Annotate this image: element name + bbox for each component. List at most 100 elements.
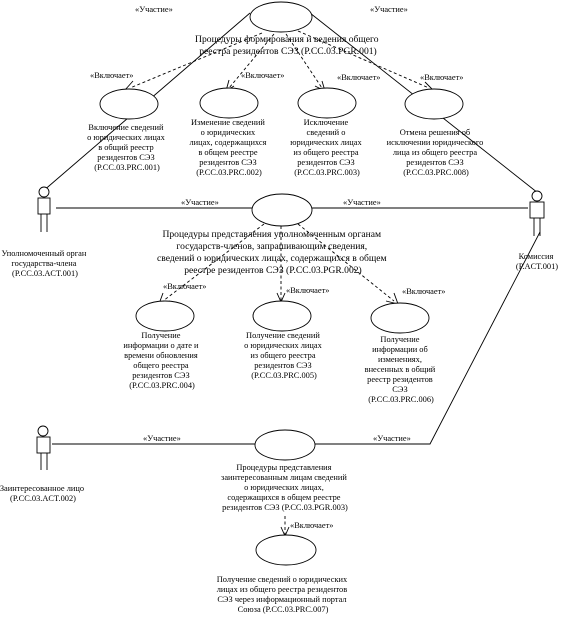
association-lines <box>41 12 541 445</box>
caption-prc008: Отмена решения об исключении юридическог… <box>387 128 486 177</box>
caption-pgr003-line: Процедуры представления <box>236 463 331 472</box>
caption-prc001: Включение сведений о юридических лицах в… <box>87 123 167 172</box>
caption-pgr003-line: о юридических лицах, <box>244 483 324 492</box>
caption-pgr002-line: Процедуры представления уполномоченным о… <box>162 229 381 240</box>
include-dependencies <box>129 30 430 535</box>
caption-prc003-line: сведений о <box>306 128 345 137</box>
caption-act002-line: Заинтересованное лицо <box>0 484 84 493</box>
caption-prc004-line: времени обновления <box>124 351 198 360</box>
caption-prc005-line: о юридических лицах <box>244 341 322 350</box>
usecase-pgr002[interactable] <box>251 193 313 227</box>
caption-prc007: Получение сведений о юридических лицах и… <box>217 575 350 614</box>
caption-prc003-line: резидентов СЭЗ <box>297 158 354 167</box>
caption-pgr003-line: резидентов СЭЗ (P.CC.03.PGR.003) <box>222 503 348 512</box>
actor-commission-head <box>531 190 543 202</box>
actor-commission-figure[interactable] <box>529 190 545 236</box>
caption-act001-line: (P.CC.03.ACT.001) <box>12 269 78 278</box>
caption-prc004-line: резидентов СЭЗ <box>132 371 189 380</box>
participation-label-6: «Участие» <box>373 434 411 443</box>
include-pgr002-prc004 <box>162 223 265 302</box>
participation-label-1: «Участие» <box>135 5 173 14</box>
caption-act001-line: государства-члена <box>11 259 76 268</box>
usecase-prc005[interactable] <box>252 300 312 332</box>
caption-prc008-line: Отмена решения об <box>400 128 470 137</box>
include-pgr001-prc001 <box>129 32 263 89</box>
caption-commission-line: Комиссия <box>519 252 554 261</box>
include-label-prc003: «Включает» <box>337 73 380 82</box>
arrowhead-prc006 <box>385 292 399 305</box>
usecase-pgr001[interactable] <box>249 1 313 33</box>
caption-prc005-line: Получение сведений <box>246 331 320 340</box>
include-pgr001-prc008 <box>297 30 430 89</box>
include-label-prc008: «Включает» <box>420 73 463 82</box>
caption-prc002-line: резидентов СЭЗ <box>199 158 256 167</box>
caption-prc001-line: о юридических лицах <box>87 133 165 142</box>
caption-act002: Заинтересованное лицо (P.CC.03.ACT.002) <box>0 484 86 503</box>
caption-pgr003-line: заинтересованным лицам сведений <box>221 473 347 482</box>
caption-prc008-line: исключении юридического <box>387 138 484 147</box>
include-label-prc005: «Включает» <box>286 286 329 295</box>
usecase-pgr003[interactable] <box>254 429 316 461</box>
usecase-prc003[interactable] <box>297 87 357 119</box>
caption-act001-line: Уполномоченный орган <box>2 249 87 258</box>
caption-pgr002-line: государств-членов, запрашивающим сведени… <box>176 241 367 252</box>
caption-prc008-line: резидентов СЭЗ <box>406 158 463 167</box>
actor-act001-head <box>38 186 50 198</box>
use-case-ellipses <box>99 1 464 566</box>
caption-prc002-line: Изменение сведений <box>191 118 265 127</box>
caption-prc005-line: резидентов СЭЗ <box>254 361 311 370</box>
include-label-prc004: «Включает» <box>163 282 206 291</box>
caption-prc006-line: Получение <box>380 335 419 344</box>
caption-prc002-line: лицах, содержащихся <box>189 138 266 147</box>
caption-act001: Уполномоченный орган государства-члена (… <box>2 249 89 278</box>
caption-prc002-line: в общем реестре <box>198 148 258 157</box>
participation-label-5: «Участие» <box>143 434 181 443</box>
usecase-prc007[interactable] <box>255 534 317 566</box>
caption-prc001-line: (P.CC.03.PRC.001) <box>94 163 160 172</box>
caption-pgr003-line: содержащихся в общем реестре <box>227 493 340 502</box>
include-label-prc007: «Включает» <box>290 521 333 530</box>
usecase-prc004[interactable] <box>135 300 195 332</box>
caption-prc005: Получение сведений о юридических лицах и… <box>244 331 324 380</box>
caption-prc006: Получение информации об изменениях, внес… <box>365 335 438 404</box>
caption-commission-line: (P.ACT.001) <box>516 262 558 271</box>
caption-prc006-line: (P.CC.03.PRC.006) <box>368 395 434 404</box>
usecase-prc006[interactable] <box>370 302 430 334</box>
caption-prc006-line: информации об <box>372 345 428 354</box>
caption-pgr003: Процедуры представления заинтересованным… <box>221 463 349 512</box>
caption-prc006-line: изменениях, <box>378 355 422 364</box>
usecase-prc002[interactable] <box>199 87 259 119</box>
caption-prc007-line: СЭЗ через информационный портал <box>217 595 346 604</box>
participation-label-4: «Участие» <box>343 198 381 207</box>
include-label-prc001: «Включает» <box>90 71 133 80</box>
actor-act001-figure[interactable] <box>37 186 51 232</box>
caption-prc007-line: Получение сведений о юридических <box>217 575 348 584</box>
caption-prc005-line: (P.CC.03.PRC.005) <box>251 371 317 380</box>
caption-prc006-line: СЭЗ <box>392 385 407 394</box>
actor-act002-head <box>37 425 49 437</box>
caption-prc003-line: юридических лицах <box>290 138 362 147</box>
actor-act002-body <box>36 436 51 454</box>
caption-prc008-line: (P.CC.03.PRC.008) <box>403 168 469 177</box>
caption-commission: Комиссия (P.ACT.001) <box>516 252 558 271</box>
caption-prc004-line: (P.CC.03.PRC.004) <box>129 381 195 390</box>
include-label-prc002: «Включает» <box>241 71 284 80</box>
caption-prc004: Получение информации о дате и времени об… <box>123 331 200 390</box>
actor-act001-body <box>37 197 51 215</box>
caption-prc001-line: в общий реестр <box>98 143 154 152</box>
include-pgr002-prc006 <box>297 223 395 302</box>
caption-prc002-line: о юридических <box>201 128 256 137</box>
relation-labels: «Участие» «Участие» «Участие» «Участие» … <box>90 5 463 530</box>
caption-prc004-line: Получение <box>141 331 180 340</box>
caption-prc007-line: Союза (P.CC.03.PRC.007) <box>238 605 329 614</box>
caption-prc007-line: лицах из общего реестра резидентов <box>217 585 347 594</box>
actor-act002-figure[interactable] <box>36 425 51 470</box>
caption-prc001-line: Включение сведений <box>88 123 164 132</box>
caption-prc004-line: информации о дате и <box>123 341 199 350</box>
assoc-commission-pgr003 <box>314 231 541 445</box>
caption-prc001-line: резидентов СЭЗ <box>97 153 154 162</box>
caption-prc006-line: внесенных в общий <box>365 365 436 374</box>
usecase-prc001[interactable] <box>99 88 159 120</box>
usecase-prc008[interactable] <box>404 88 464 120</box>
